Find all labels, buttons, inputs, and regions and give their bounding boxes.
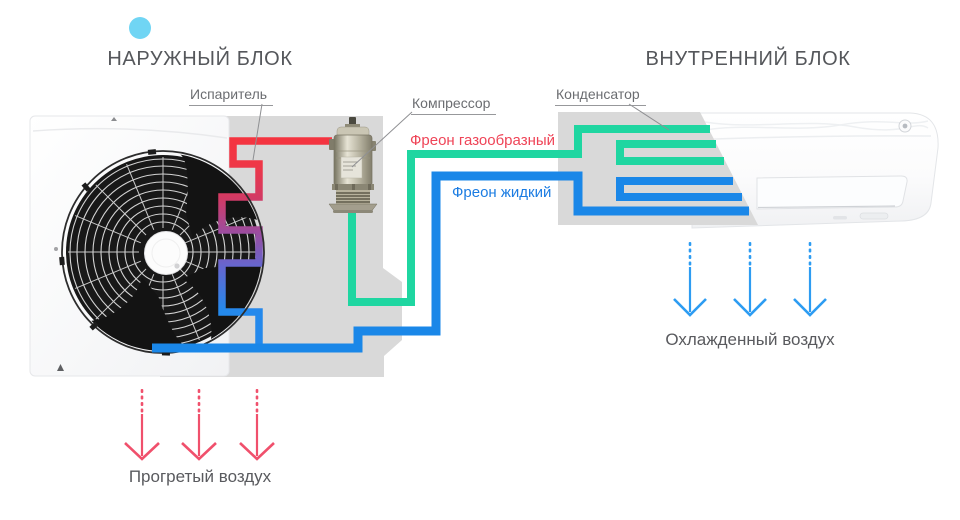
condenser-pointer-line xyxy=(628,103,670,131)
cool-air-arrows xyxy=(673,242,827,317)
evaporator-label: Испаритель xyxy=(189,86,274,106)
warm-air-arrow-icon xyxy=(239,389,275,461)
cool-air-arrow-icon xyxy=(733,242,767,317)
warm-air-arrow-icon xyxy=(181,389,217,461)
evaporator-pointer-line xyxy=(252,103,263,161)
compressor-icon xyxy=(328,117,378,213)
evaporator-coil-pipe xyxy=(218,137,332,348)
compressor-label: Компрессор xyxy=(411,95,497,115)
freon-liquid-label: Фреон жидкий xyxy=(452,184,552,201)
warm-air-arrow-icon xyxy=(124,389,160,461)
condenser-label: Конденсатор xyxy=(555,86,646,106)
air-flap xyxy=(756,175,908,210)
warm-air-label: Прогретый воздух xyxy=(128,467,272,486)
outdoor-unit-title: НАРУЖНЫЙ БЛОК xyxy=(107,48,293,70)
freon-gas-label: Фреон газообразный xyxy=(410,132,556,149)
cool-air-arrow-icon xyxy=(793,242,827,317)
callout-pointer-lines xyxy=(252,103,670,168)
warm-air-arrows xyxy=(124,389,275,461)
cool-air-arrow-icon xyxy=(673,242,707,317)
freon-gas-pipe xyxy=(348,125,724,306)
indoor-unit xyxy=(691,112,939,229)
indoor-unit-title: ВНУТРЕННИЙ БЛОК xyxy=(645,48,851,70)
marker-dot-icon xyxy=(129,17,151,39)
cool-air-label: Охлажденный воздух xyxy=(665,330,835,349)
compressor-pointer-line xyxy=(351,111,413,168)
freon-liquid-pipe xyxy=(152,171,749,353)
